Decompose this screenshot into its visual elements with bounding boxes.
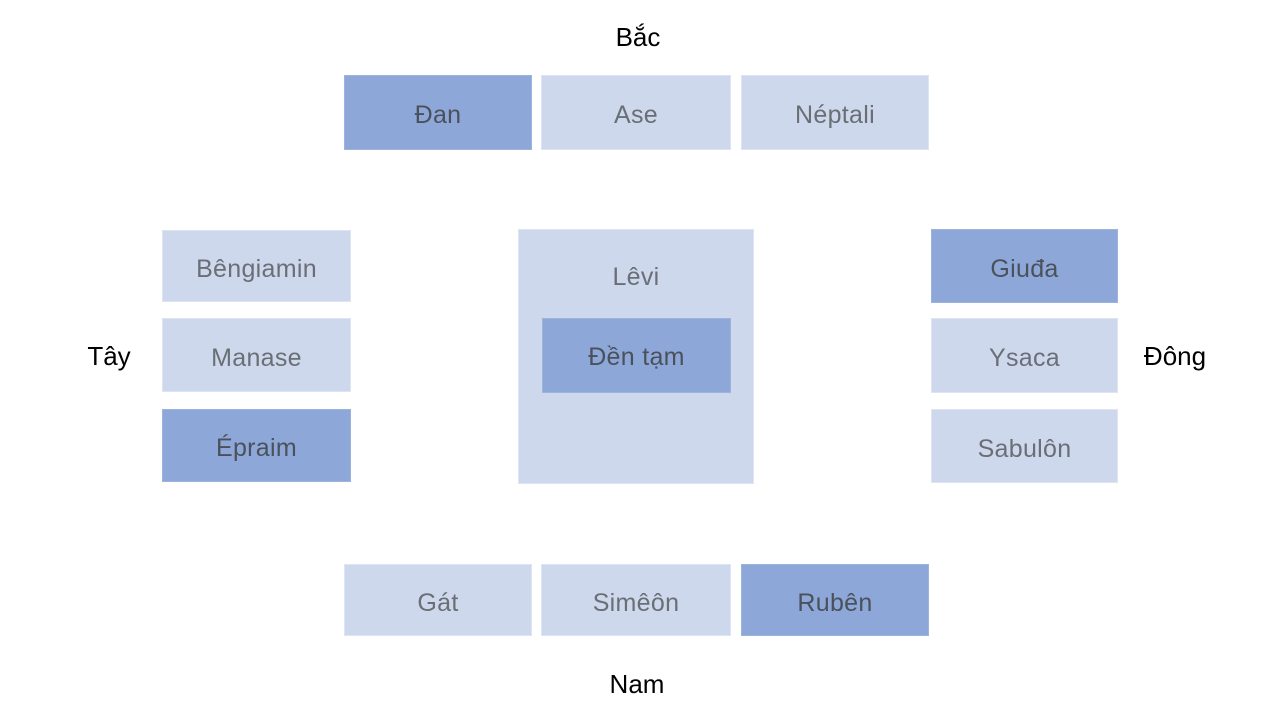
direction-label-south: Nam xyxy=(609,669,665,699)
tribe-box-neptali: Néptali xyxy=(741,75,929,150)
tribe-box-ysaca: Ysaca xyxy=(931,318,1118,393)
tabernacle-box: Đền tạm xyxy=(542,318,731,393)
tribe-box-dan: Đan xyxy=(344,75,532,150)
tribe-box-epraim: Épraim xyxy=(162,409,351,482)
tribe-box-giuda: Giuđa xyxy=(931,229,1118,303)
tribe-box-simeon: Simêôn xyxy=(541,564,731,636)
tribe-box-ase: Ase xyxy=(541,75,731,150)
tribe-box-bengiamin: Bêngiamin xyxy=(162,230,351,302)
direction-label-west: Tây xyxy=(87,341,131,371)
tribe-box-gat: Gát xyxy=(344,564,532,636)
tribe-box-sabulon: Sabulôn xyxy=(931,409,1118,483)
tribe-box-manase: Manase xyxy=(162,318,351,392)
tribe-box-ruben: Rubên xyxy=(741,564,929,636)
direction-label-east: Đông xyxy=(1143,341,1207,371)
direction-label-north: Bắc xyxy=(615,22,661,52)
levi-area: Lêvi Đền tạm xyxy=(518,229,754,484)
levi-label: Lêvi xyxy=(612,263,660,291)
